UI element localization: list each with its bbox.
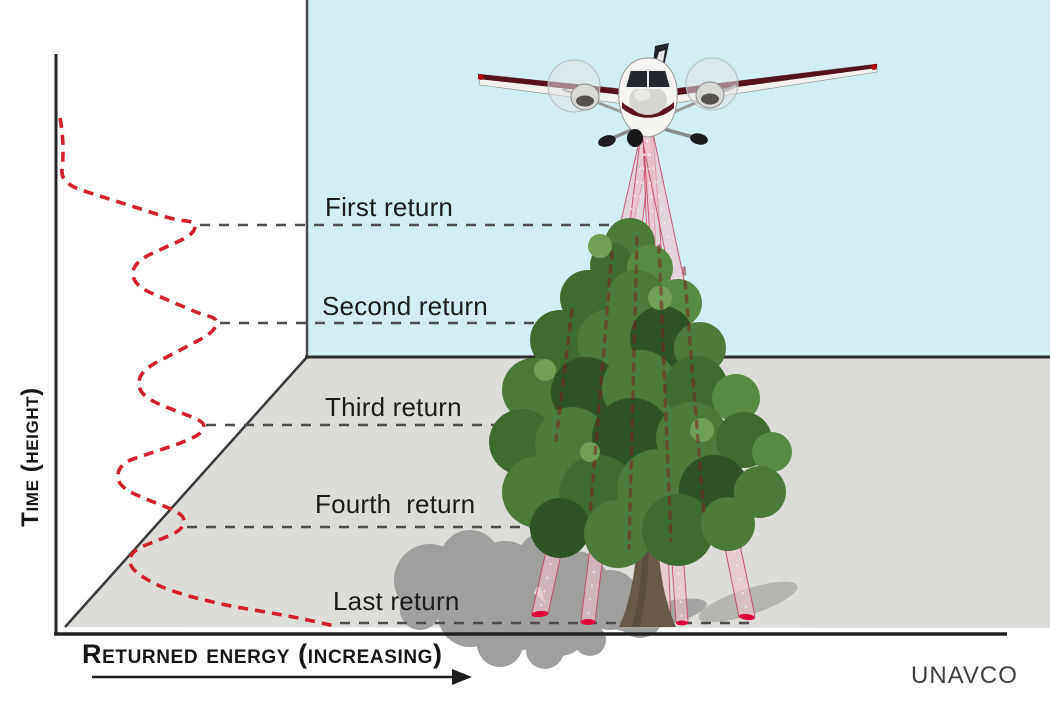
fourth-return-label: Fourth return xyxy=(315,489,476,519)
beam-traces-in-canopy xyxy=(554,236,706,550)
last-return-label: Last return xyxy=(333,586,460,616)
tree-canopy xyxy=(489,218,792,568)
credit-text: UNAVCO xyxy=(911,662,1018,689)
airplane-illustration xyxy=(477,43,878,147)
y-axis-label: Time (height) xyxy=(17,387,44,527)
third-return-label: Third return xyxy=(325,392,462,422)
tree-illustration xyxy=(489,218,792,627)
x-axis-arrow xyxy=(92,669,472,685)
axes xyxy=(54,54,1007,636)
first-return-label: First return xyxy=(325,192,454,222)
x-axis-label: Returned energy (increasing) xyxy=(82,639,443,669)
second-return-label: Second return xyxy=(322,291,488,321)
